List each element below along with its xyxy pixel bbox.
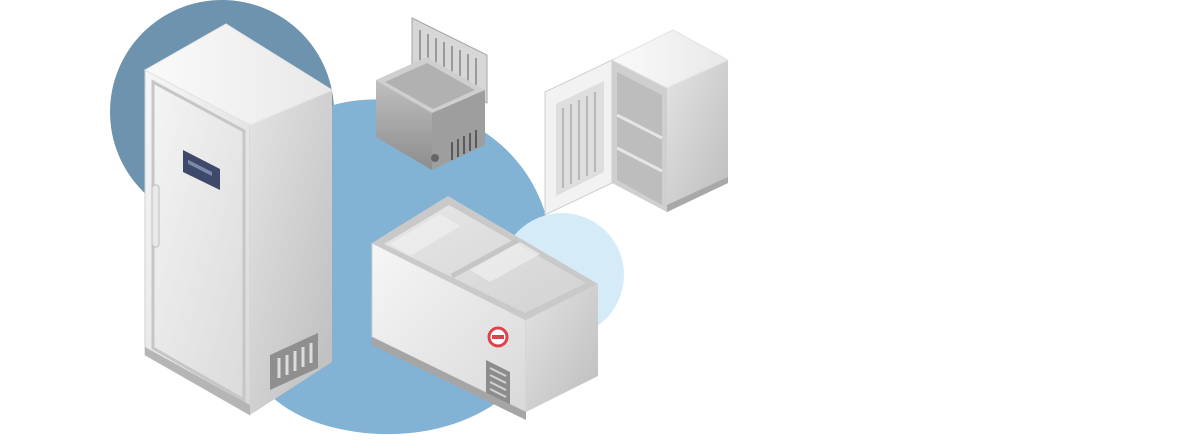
glass-top-freezer-icon: [371, 196, 598, 420]
chest-freezer-icon: [376, 17, 488, 170]
upright-freezer-icon: [143, 23, 334, 416]
mini-fridge-icon: [544, 29, 730, 216]
